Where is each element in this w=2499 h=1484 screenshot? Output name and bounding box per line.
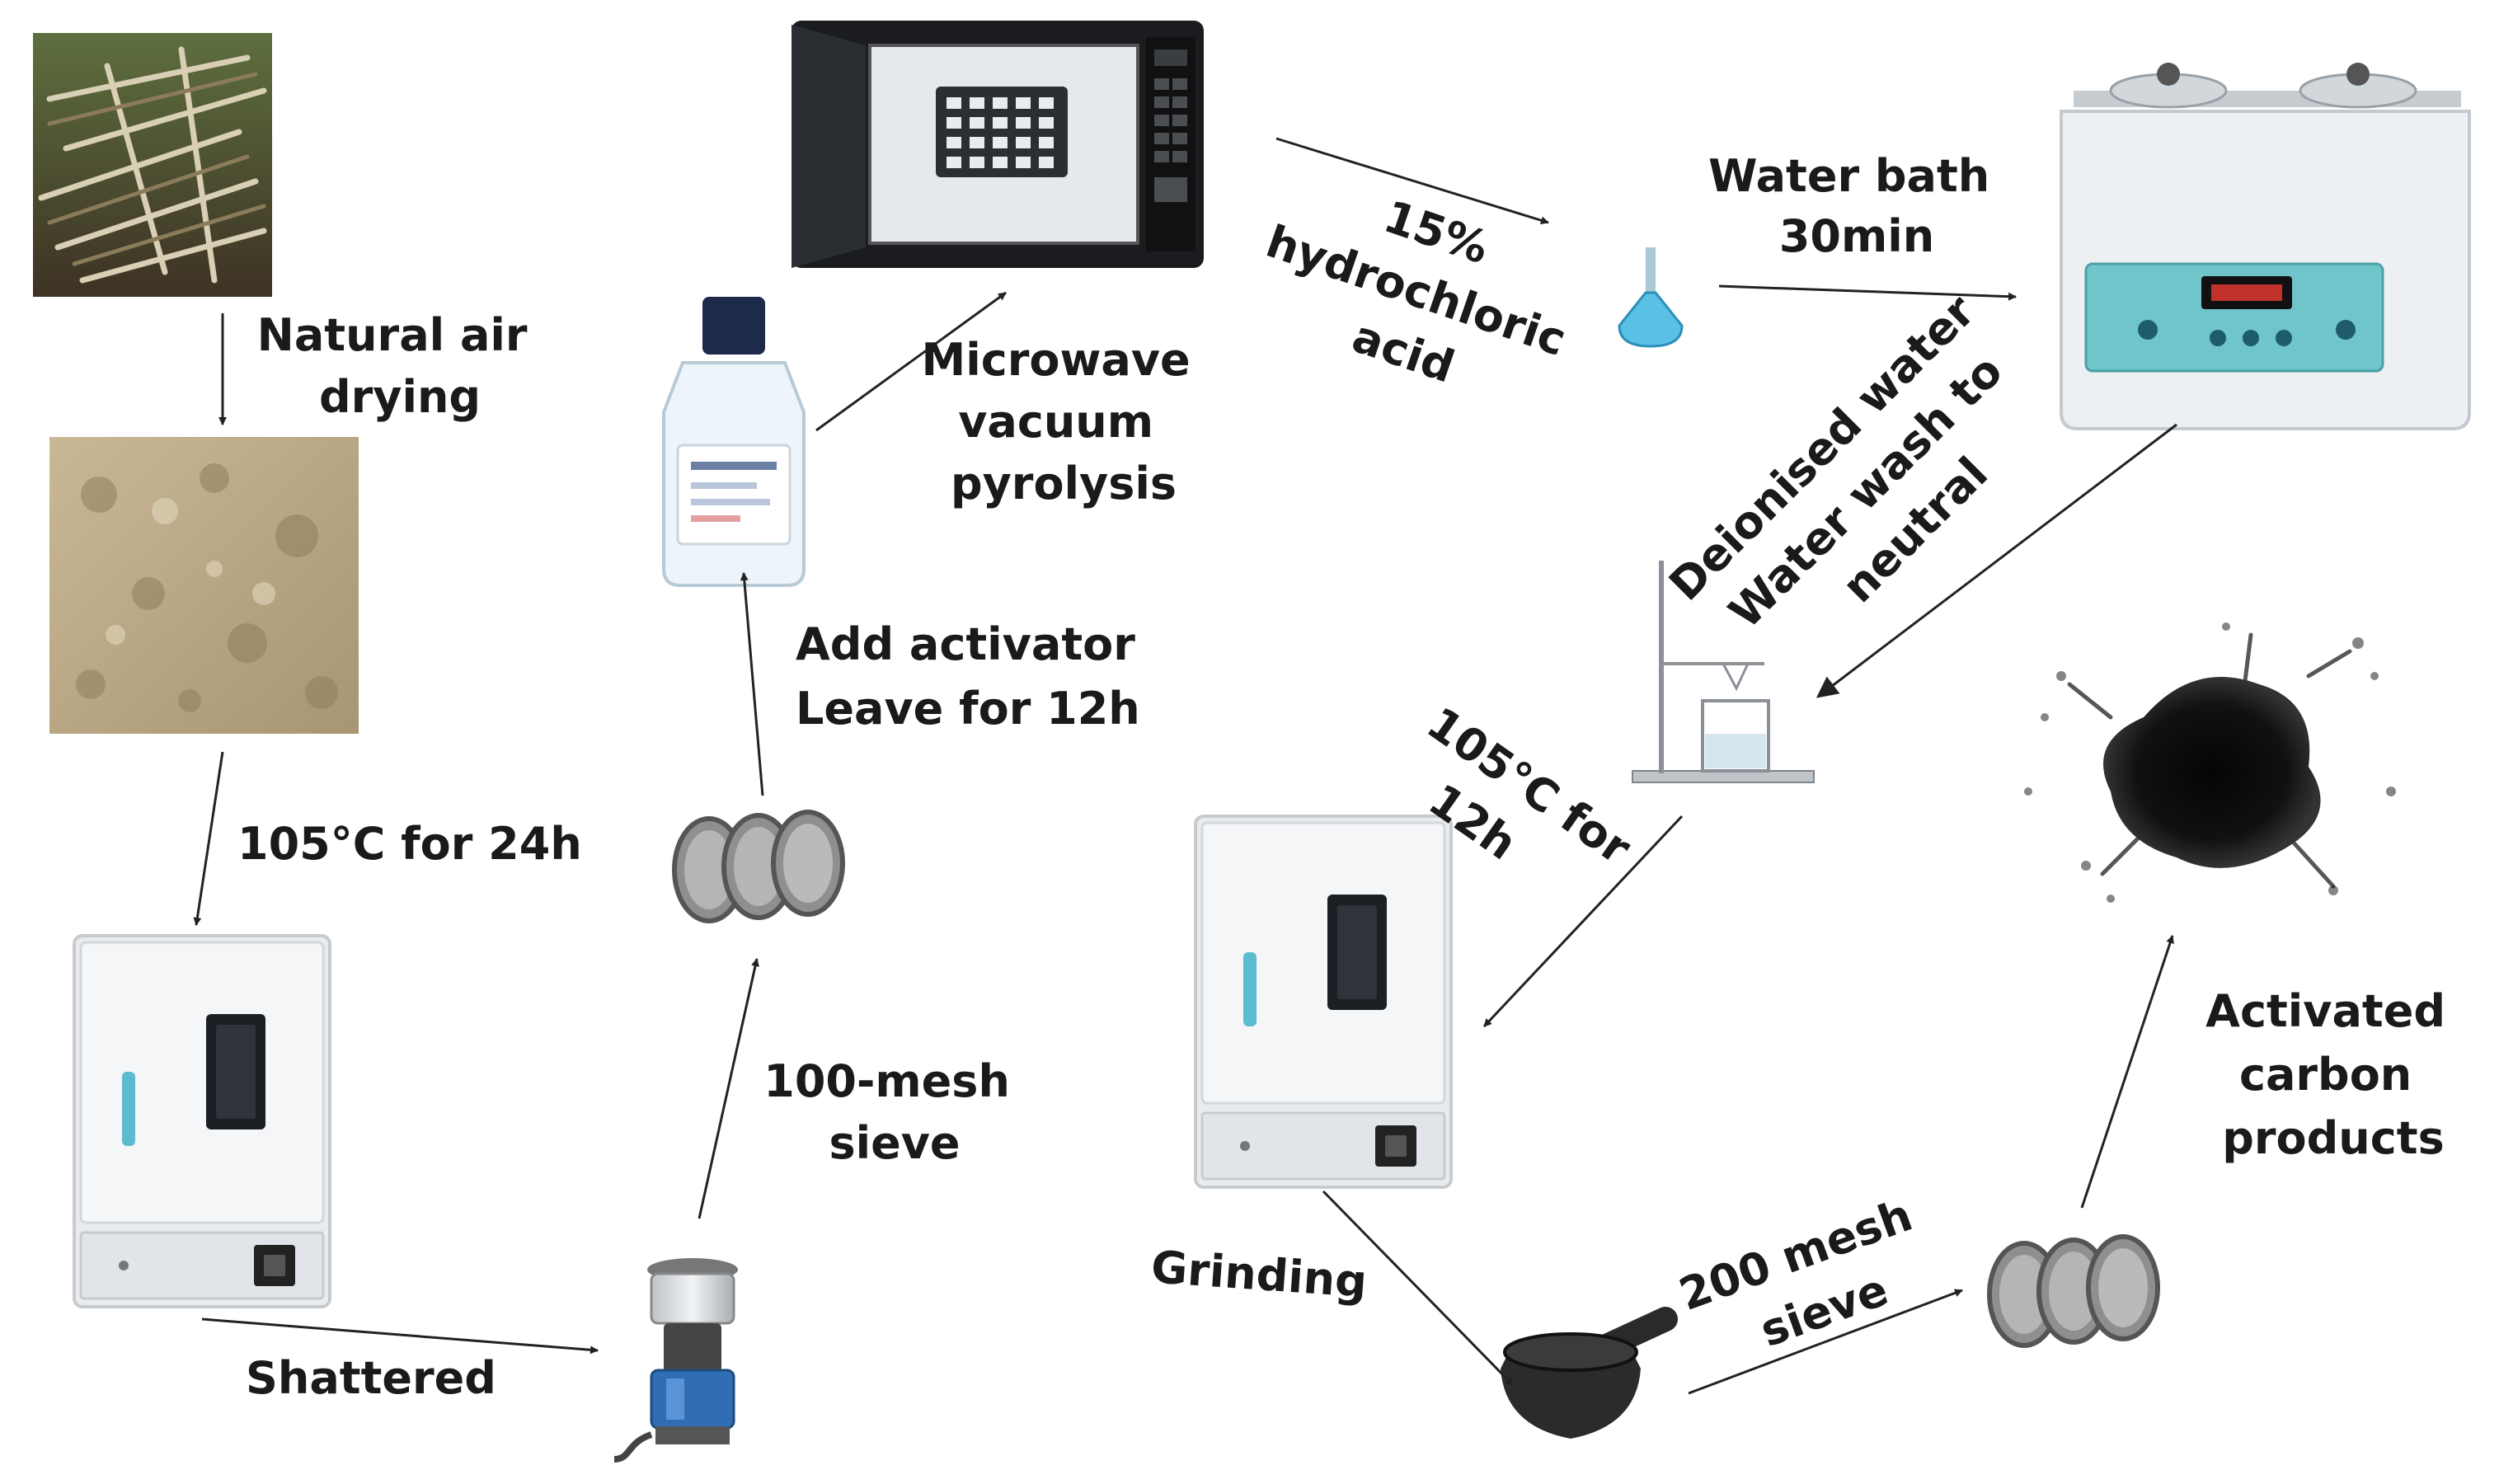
filter-stand-icon: [1632, 561, 1815, 783]
microwave-icon: [792, 21, 1204, 268]
arrow-grinding: [1322, 1190, 1515, 1387]
arrow-product: [2080, 935, 2174, 1209]
water-bath-icon: [2060, 63, 2471, 430]
label-deionised: Deionised water Water wash to neutral: [1659, 274, 2083, 697]
arrow-oven-2: [1482, 815, 1684, 1028]
label-natural-air-drying: Natural air drying: [257, 309, 543, 423]
arrow-pyrolysis: [815, 291, 1007, 432]
label-hcl: 15% hydrochloric acid: [1240, 157, 1608, 430]
mortar-pestle-icon: [1501, 1307, 1678, 1439]
arrow-sieve-200: [1688, 1289, 1963, 1395]
reagent-bottle-icon: [662, 297, 806, 587]
label-mesh-100: 100-mesh sieve: [763, 1055, 1025, 1169]
label-add-activator: Add activator Leave for 12h: [796, 618, 1151, 735]
arrow-activator: [740, 572, 764, 796]
arrow-sieve-100: [698, 958, 759, 1219]
label-shattered: Shattered: [246, 1352, 496, 1404]
label-activated: Activated carbon products: [2205, 985, 2461, 1164]
label-mesh-200: 200 mesh sieve: [1673, 1184, 1955, 1379]
sieve-icon: [1989, 1237, 2158, 1345]
label-dry-105-24h: 105°C for 24h: [237, 818, 582, 870]
label-water-bath: Water bath 30min: [1708, 150, 2005, 262]
arrow-hcl: [1275, 137, 1549, 225]
sieve-icon: [674, 812, 843, 921]
crusher-icon: [613, 1258, 738, 1463]
drying-oven-icon: [73, 934, 331, 1308]
label-microwave: Microwave vacuum pyrolysis: [922, 334, 1206, 510]
arrow-shatter: [201, 1317, 599, 1355]
grass-photo: [33, 33, 272, 297]
arrow-water-bath: [1718, 284, 2017, 301]
drying-oven-icon: [1194, 815, 1453, 1189]
arrow-oven-1: [193, 751, 224, 926]
label-grinding: Grinding: [1149, 1241, 1369, 1308]
powder-photo: [49, 437, 359, 734]
arrow-wash: [1816, 423, 2177, 698]
activated-carbon-icon: [2024, 622, 2396, 903]
flask-icon: [1618, 247, 1684, 348]
